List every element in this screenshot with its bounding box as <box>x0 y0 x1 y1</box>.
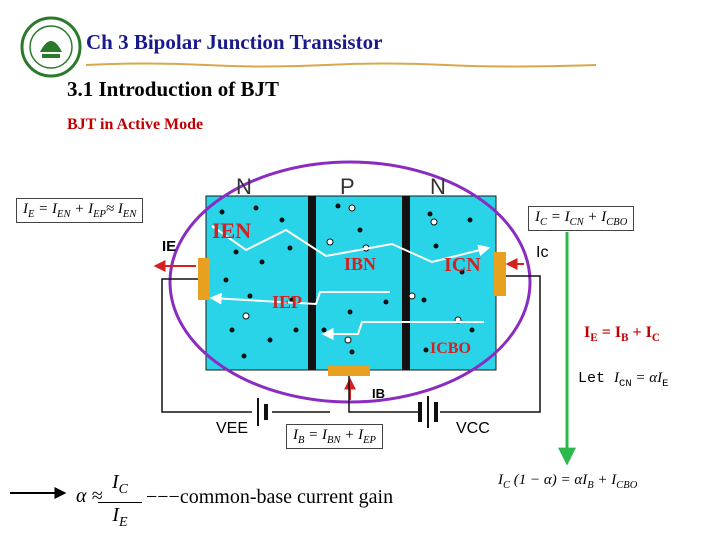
ic-terminal-label: Ic <box>536 244 549 261</box>
circuit-wires <box>161 275 541 413</box>
vcc-battery <box>418 396 438 428</box>
section-title: 3.1 Introduction of BJT <box>67 77 279 101</box>
vee-battery <box>257 398 268 426</box>
header-title: Ch 3 Bipolar Junction Transistor <box>86 30 383 54</box>
icn-label: ICN <box>444 254 481 276</box>
base-region-label: P <box>340 174 355 199</box>
let-equation: Let ICN = αIE <box>578 370 669 390</box>
iep-label: IEP <box>272 292 303 312</box>
ien-label: IEN <box>212 218 252 243</box>
ib-terminal-label: IB <box>372 386 385 401</box>
vcc-label: VCC <box>456 420 490 437</box>
alpha-fraction: IC IE <box>98 470 142 535</box>
eb-junction-bar <box>308 196 316 370</box>
iep-path <box>209 291 390 306</box>
ie-terminal-label: IE <box>162 238 177 255</box>
ic-sum-equation: IC = ICN + ICBO <box>528 206 635 231</box>
icbo-path <box>321 321 484 340</box>
university-logo <box>20 16 82 78</box>
cb-junction-bar <box>402 196 410 370</box>
ic-final-equation: IC (1 − α) = αIB + ICBO <box>498 472 638 491</box>
ie-total-equation: IE = IB + IC <box>584 324 660 345</box>
vee-label: VEE <box>216 420 249 437</box>
highlight-ellipse <box>168 160 532 404</box>
collector-region-label: N <box>430 174 446 199</box>
ien-path <box>211 225 491 264</box>
common-base-gain-label: −−−common-base current gain <box>146 486 394 508</box>
base-contact <box>328 366 370 376</box>
ibn-label: IBN <box>344 254 377 274</box>
subsection-title: BJT in Active Mode <box>67 116 204 133</box>
header-divider <box>85 56 597 74</box>
emitter-region-label: N <box>236 174 252 199</box>
ie-sum-equation: IE = IEN + IEP≈ IEN <box>16 198 144 223</box>
alpha-symbol: α ≈ <box>76 485 103 507</box>
icbo-label: ICBO <box>430 340 471 357</box>
collector-contact <box>494 252 506 296</box>
emitter-contact <box>198 258 210 300</box>
ib-sum-equation: IB = IBN + IEP <box>286 424 383 449</box>
